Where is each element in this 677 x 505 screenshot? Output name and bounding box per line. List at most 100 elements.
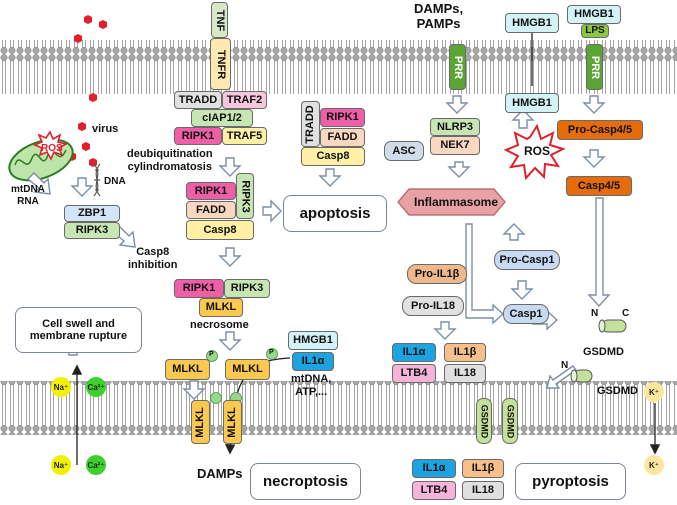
sodium-ion-icon: Na⁺ bbox=[51, 455, 71, 475]
out-ltb4-box: LTB4 bbox=[412, 481, 456, 500]
prr2-label: PRR bbox=[589, 55, 602, 79]
sodium-ion-icon: Na⁺ bbox=[51, 377, 71, 397]
damps-label: DAMPs bbox=[197, 466, 243, 481]
phospho-label: P bbox=[209, 351, 214, 358]
nek7-box: NEK7 bbox=[430, 136, 480, 155]
gsdmd-pore-b-label: GSDMD bbox=[505, 404, 516, 438]
prr-box: PRR bbox=[449, 44, 466, 90]
necrosome-ripk1-box: RIPK1 bbox=[174, 279, 224, 298]
casp8-inhibition-label: Casp8 inhibition bbox=[128, 246, 178, 271]
nlrp3-box: NLRP3 bbox=[430, 118, 480, 136]
apoptosis-tradd-label: TRADD bbox=[304, 104, 316, 144]
gsdmd-label: GSDMD bbox=[583, 346, 624, 358]
inflammasome-label: Inflammasome bbox=[414, 195, 499, 209]
il1b-box: IL1β bbox=[444, 343, 486, 362]
gsdmd-n-label: N bbox=[591, 308, 599, 319]
sodium-label: Na⁺ bbox=[53, 382, 69, 392]
zbp1-box: ZBP1 bbox=[64, 205, 120, 222]
bottom-membrane bbox=[0, 381, 677, 435]
necroptosis-box: necroptosis bbox=[250, 463, 361, 500]
hmgb1-in-box: HMGB1 bbox=[505, 93, 559, 113]
gsdmd-n2-label: N bbox=[561, 360, 569, 371]
pathway-arrows bbox=[26, 95, 611, 400]
lps-box: LPS bbox=[581, 24, 609, 38]
traf2-box: TRAF2 bbox=[222, 91, 267, 109]
apoptosis-tradd-box: TRADD bbox=[301, 101, 320, 147]
ros-star-icon bbox=[32, 130, 69, 161]
mlkl-a-box: MLKL bbox=[165, 359, 210, 380]
calcium-ion-icon: Ca²⁺ bbox=[86, 455, 106, 475]
ros-star-icon bbox=[503, 123, 566, 181]
ciap-box: cIAP1/2 bbox=[191, 109, 253, 127]
calcium-ion-icon: Ca²⁺ bbox=[86, 377, 106, 397]
casp45-box: Casp4/5 bbox=[566, 176, 632, 196]
complex2-ripk1-box: RIPK1 bbox=[186, 182, 236, 200]
potassium-label: K⁺ bbox=[649, 460, 659, 470]
calcium-label: Ca²⁺ bbox=[87, 460, 105, 470]
virus-label: virus bbox=[92, 123, 119, 135]
tnf-label: TNF bbox=[214, 9, 227, 31]
il1a-box: IL1α bbox=[292, 352, 334, 371]
traf5-box: TRAF5 bbox=[222, 127, 267, 145]
membrane-mlkl-b-box: MLKL bbox=[223, 400, 242, 444]
apoptosis-ripk1-box: RIPK1 bbox=[320, 108, 365, 127]
cell-swell-box: Cell swell and membrane rupture bbox=[15, 307, 142, 353]
mtdna-rna-label: mtDNA RNA bbox=[11, 184, 45, 207]
out-il18-box: IL18 bbox=[462, 481, 504, 500]
deubiquitination-label: deubiquitination cylindromatosis bbox=[127, 148, 213, 173]
top-membrane bbox=[0, 40, 677, 94]
tnfr-label: TNFR bbox=[215, 49, 228, 79]
apoptosis-fadd-box: FADD bbox=[320, 128, 365, 147]
casp1-box: Casp1 bbox=[503, 304, 549, 324]
sodium-label: Na⁺ bbox=[53, 460, 69, 470]
ros-label: ROS bbox=[41, 143, 63, 154]
complex2-casp8-box: Casp8 bbox=[186, 220, 254, 240]
phospho-label: P bbox=[269, 349, 274, 356]
gsdmd-c-label: C bbox=[622, 308, 630, 319]
ripk3-box: RIPK3 bbox=[64, 222, 120, 239]
gsdmd-pore-b: GSDMD bbox=[502, 398, 518, 444]
calcium-label: Ca²⁺ bbox=[87, 382, 105, 392]
damps-pamps-label: DAMPs, PAMPs bbox=[414, 1, 464, 31]
prr-label: PRR bbox=[452, 55, 465, 79]
complex2-ripk3-label: RIPK3 bbox=[239, 179, 252, 213]
gsdmd-pore-a: GSDMD bbox=[476, 398, 492, 444]
tnfr-box: TNFR bbox=[210, 38, 231, 90]
pro-casp1-box: Pro-Casp1 bbox=[494, 250, 560, 270]
asc-box: ASC bbox=[384, 141, 424, 161]
gsdmd-cylinder-icon bbox=[570, 319, 627, 383]
hmgb1-box: HMGB1 bbox=[288, 331, 338, 350]
membrane-mlkl-a-box: MLKL bbox=[191, 400, 210, 444]
dna-helix-icon bbox=[93, 163, 101, 197]
mtdna-atp-label: mtDNA, ATP,... bbox=[291, 373, 332, 398]
complex2-ripk3-box: RIPK3 bbox=[236, 173, 254, 219]
il1a-box: IL1α bbox=[392, 343, 436, 362]
out-il1b-box: IL1β bbox=[462, 459, 504, 478]
pro-il1b-box: Pro-IL1β bbox=[407, 264, 467, 284]
gsdmd-pore-a-label: GSDMD bbox=[479, 404, 490, 438]
hmgb1-lps-box: HMGB1 bbox=[567, 5, 621, 24]
ltb4-box: LTB4 bbox=[392, 364, 436, 383]
il18-box: IL18 bbox=[444, 364, 486, 383]
ripk1-box: RIPK1 bbox=[174, 127, 222, 145]
apoptosis-casp8-box: Casp8 bbox=[301, 147, 365, 166]
necrosome-mlkl-box: MLKL bbox=[199, 298, 243, 317]
pro-casp45-box: Pro-Casp4/5 bbox=[557, 120, 643, 140]
gsdmd-label2: GSDMD bbox=[597, 385, 638, 397]
prr2-box: PRR bbox=[586, 44, 603, 90]
potassium-ion-icon: K⁺ bbox=[644, 455, 664, 475]
tradd-box: TRADD bbox=[174, 91, 222, 109]
complex2-fadd-box: FADD bbox=[186, 201, 236, 219]
apoptosis-box: apoptosis bbox=[283, 195, 387, 232]
pyroptosis-box: pyroptosis bbox=[515, 463, 626, 500]
potassium-label: K⁺ bbox=[649, 387, 659, 397]
necrosome-ripk3-box: RIPK3 bbox=[224, 279, 270, 298]
membrane-mlkl-b-label: MLKL bbox=[226, 406, 239, 438]
membrane-mlkl-a-label: MLKL bbox=[194, 406, 207, 438]
out-il1a-box: IL1α bbox=[412, 459, 456, 478]
tnf-box: TNF bbox=[211, 2, 228, 38]
dna-label: DNA bbox=[104, 176, 126, 187]
hmgb1-out-box: HMGB1 bbox=[505, 13, 559, 33]
